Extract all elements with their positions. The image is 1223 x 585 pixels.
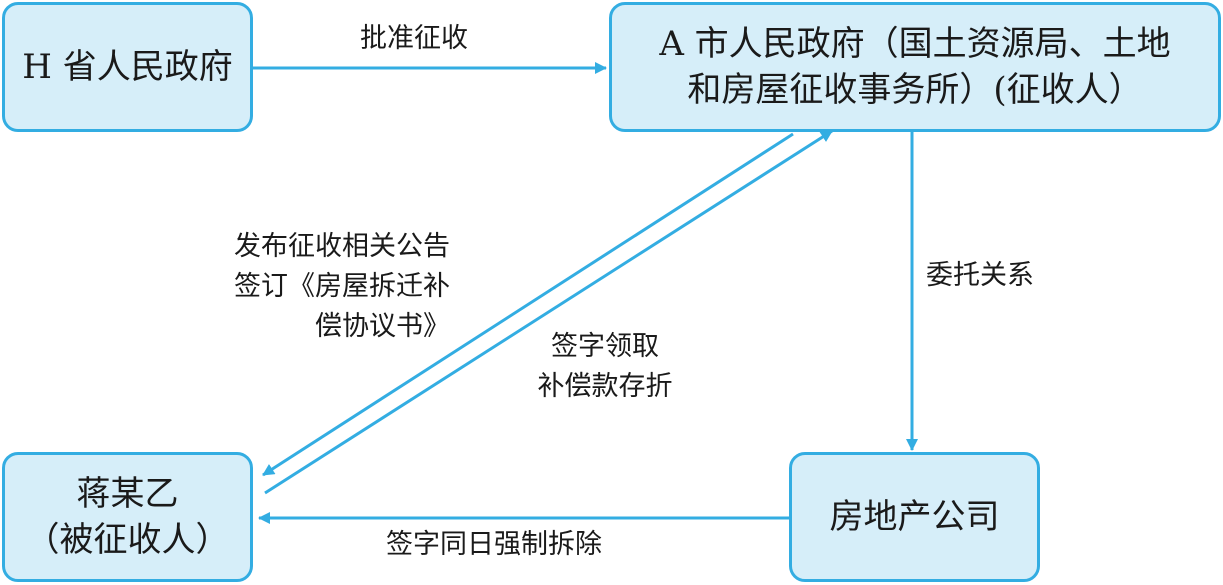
edge-label-announce-line1: 发布征收相关公告 (234, 231, 450, 262)
edge-label-announce-line2: 签订《房屋拆迁补 (234, 271, 450, 302)
node-city-label-line1: A 市人民政府（国土资源局、土地 (659, 24, 1171, 64)
edge-label-demolish: 签字同日强制拆除 (386, 529, 602, 560)
arrow-sign-receive (264, 129, 833, 495)
node-resident-label-line1: 蒋某乙 (76, 474, 179, 514)
node-province-label: H 省人民政府 (22, 47, 233, 87)
arrow-announce (262, 132, 794, 477)
edge-label-announce-line3: 偿协议书》 (315, 311, 450, 342)
node-resident: 蒋某乙 （被征收人） (2, 452, 253, 582)
edge-label-sign-receive-line1: 签字领取 (551, 331, 659, 362)
node-province-government: H 省人民政府 (2, 2, 253, 132)
node-real-estate-company: 房地产公司 (789, 452, 1040, 582)
edge-label-announce: 发布征收相关公告 签订《房屋拆迁补 偿协议书》 (234, 227, 450, 347)
edge-label-sign-receive: 签字领取 补偿款存折 (520, 327, 690, 407)
edge-label-sign-receive-line2: 补偿款存折 (537, 371, 673, 402)
node-resident-label-line2: （被征收人） (25, 520, 230, 560)
edge-label-approve: 批准征收 (360, 23, 468, 54)
node-city-government: A 市人民政府（国土资源局、土地 和房屋征收事务所）(征收人） (609, 2, 1221, 132)
edge-label-entrust: 委托关系 (926, 260, 1034, 291)
node-company-label: 房地产公司 (829, 497, 1000, 537)
node-city-label-line2: 和房屋征收事务所）(征收人） (687, 70, 1143, 110)
